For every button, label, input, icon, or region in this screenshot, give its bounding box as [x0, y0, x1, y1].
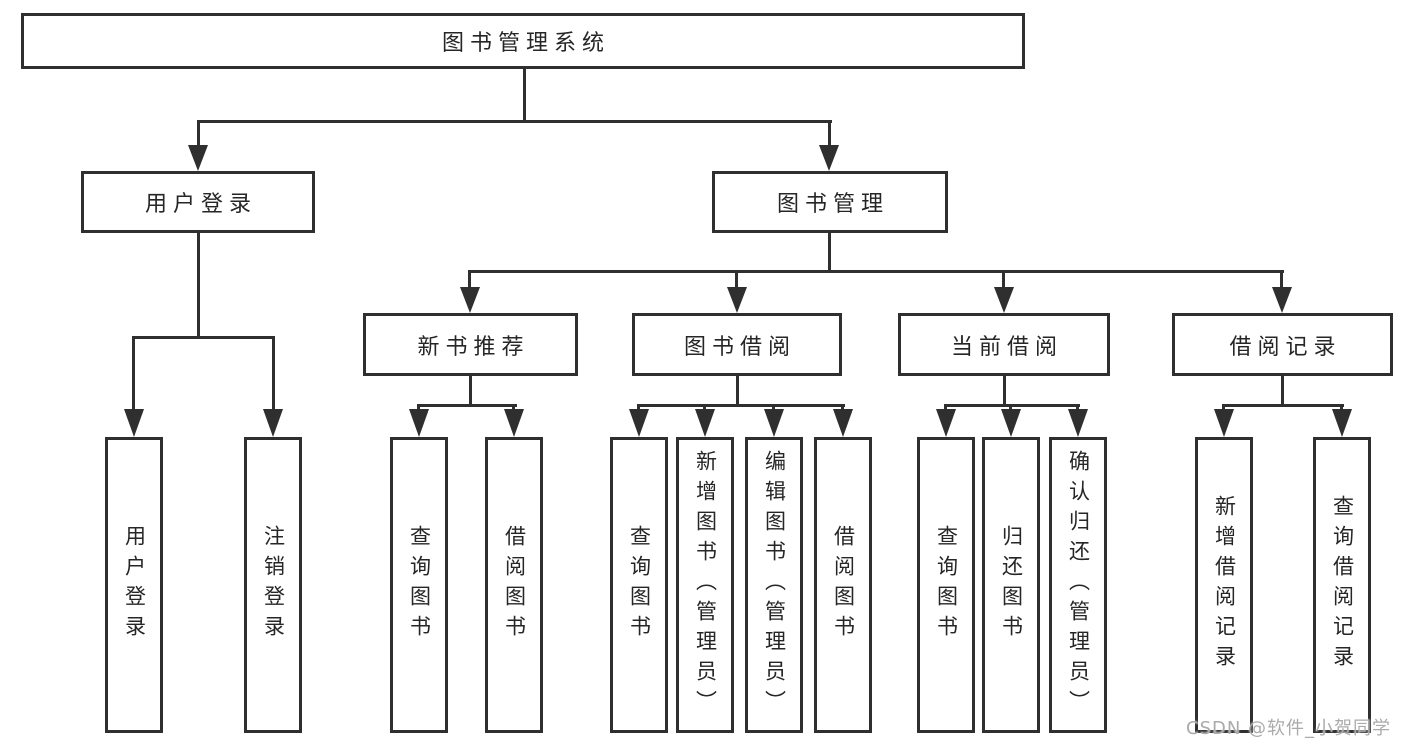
- arrow-down: [409, 409, 429, 437]
- arrow-down: [1068, 409, 1088, 437]
- arrow-down: [460, 287, 480, 313]
- connector-stem: [469, 376, 472, 407]
- leaf-add-book-admin: 新增图书（管理员）: [676, 437, 734, 733]
- connector-bookmgmt-bar: [468, 270, 1284, 273]
- leaf-query-books-current: 查询图书: [917, 437, 975, 733]
- connector-stem: [1076, 406, 1079, 411]
- connector-stem: [703, 406, 706, 411]
- leaf-confirm-return-admin: 确认归还（管理员）: [1049, 437, 1107, 733]
- leaf-return-book-label: 归还图书: [999, 525, 1024, 645]
- node-borrowing-records: 借阅记录: [1172, 313, 1393, 376]
- arrow-down: [727, 287, 747, 313]
- connector-root-bar: [197, 120, 832, 123]
- connector-stem: [735, 272, 738, 289]
- leaf-edit-book-admin: 编辑图书（管理员）: [745, 437, 803, 733]
- connector-bookmgmt-stem: [828, 233, 831, 273]
- node-root-label: 图书管理系统: [441, 31, 610, 56]
- connector-userlogin-bar: [132, 336, 275, 339]
- connector-stem: [468, 272, 471, 289]
- connector-stem: [1281, 376, 1284, 407]
- leaf-query-borrow-record: 查询借阅记录: [1313, 437, 1371, 733]
- leaf-user-login-label: 用户登录: [122, 525, 147, 645]
- connector-stem: [1003, 376, 1006, 407]
- connector-stem: [1009, 406, 1012, 411]
- node-user-login-label: 用户登录: [144, 192, 257, 217]
- leaf-logout: 注销登录: [244, 437, 302, 733]
- arrow-down: [695, 409, 715, 437]
- arrow-down: [1272, 287, 1292, 313]
- node-book-borrowing: 图书借阅: [632, 313, 842, 376]
- connector-bar: [944, 404, 1080, 407]
- connector-stem: [132, 338, 135, 412]
- arrow-down: [819, 145, 839, 171]
- node-book-management: 图书管理: [712, 171, 948, 233]
- leaf-return-book: 归还图书: [982, 437, 1040, 733]
- connector-stem: [1002, 272, 1005, 289]
- leaf-query-books-borrowing-label: 查询图书: [627, 525, 652, 645]
- node-current-borrowing-label: 当前借阅: [950, 334, 1063, 360]
- arrow-down: [1001, 409, 1021, 437]
- connector-stem: [944, 406, 947, 411]
- connector-stem: [736, 376, 739, 407]
- leaf-query-books-current-label: 查询图书: [934, 525, 959, 645]
- connector-userlogin-stem: [197, 233, 200, 339]
- arrow-down: [504, 409, 524, 437]
- leaf-edit-book-admin-label: 编辑图书（管理员）: [762, 450, 787, 720]
- connector-stem: [512, 406, 515, 411]
- connector-stem: [1222, 406, 1225, 411]
- node-root: 图书管理系统: [21, 13, 1025, 69]
- leaf-borrow-books-borrowing-label: 借阅图书: [831, 525, 856, 645]
- arrow-down: [629, 409, 649, 437]
- leaf-user-login: 用户登录: [105, 437, 163, 733]
- leaf-logout-label: 注销登录: [261, 525, 286, 645]
- arrow-down: [1332, 409, 1352, 437]
- leaf-add-borrow-record: 新增借阅记录: [1195, 437, 1253, 733]
- connector-stem: [1280, 272, 1283, 289]
- leaf-add-book-admin-label: 新增图书（管理员）: [693, 450, 718, 720]
- arrow-down: [1214, 409, 1234, 437]
- connector-stem: [272, 338, 275, 412]
- connector-stem: [772, 406, 775, 411]
- leaf-query-books-borrowing: 查询图书: [610, 437, 668, 733]
- leaf-query-books-recommend: 查询图书: [390, 437, 448, 733]
- leaf-borrow-books-recommend: 借阅图书: [485, 437, 543, 733]
- connector-root-stem: [523, 69, 526, 120]
- arrow-down: [764, 409, 784, 437]
- connector-bar: [1222, 404, 1344, 407]
- node-borrowing-records-label: 借阅记录: [1229, 334, 1342, 360]
- arrow-down: [936, 409, 956, 437]
- connector-stem: [417, 406, 420, 411]
- arrow-down: [263, 409, 283, 437]
- connector-stem: [197, 122, 200, 147]
- connector-bar: [637, 404, 845, 407]
- connector-stem: [841, 406, 844, 411]
- connector-stem: [828, 122, 831, 147]
- leaf-query-books-recommend-label: 查询图书: [407, 525, 432, 645]
- leaf-query-borrow-record-label: 查询借阅记录: [1330, 495, 1355, 675]
- connector-bar: [417, 404, 517, 407]
- node-new-book-recommendation-label: 新书推荐: [417, 334, 530, 360]
- node-new-book-recommendation: 新书推荐: [363, 313, 578, 376]
- node-user-login: 用户登录: [81, 171, 315, 233]
- arrow-down: [124, 409, 144, 437]
- node-current-borrowing: 当前借阅: [898, 313, 1110, 376]
- arrow-down: [188, 145, 208, 171]
- leaf-add-borrow-record-label: 新增借阅记录: [1212, 495, 1237, 675]
- connector-stem: [637, 406, 640, 411]
- leaf-confirm-return-admin-label: 确认归还（管理员）: [1066, 450, 1091, 720]
- leaf-borrow-books-recommend-label: 借阅图书: [502, 525, 527, 645]
- node-book-management-label: 图书管理: [776, 192, 889, 217]
- csdn-watermark: CSDN @软件_小贺同学: [1186, 718, 1392, 739]
- node-book-borrowing-label: 图书借阅: [683, 334, 796, 360]
- arrow-down: [833, 409, 853, 437]
- arrow-down: [994, 287, 1014, 313]
- connector-stem: [1340, 406, 1343, 411]
- leaf-borrow-books-borrowing: 借阅图书: [814, 437, 872, 733]
